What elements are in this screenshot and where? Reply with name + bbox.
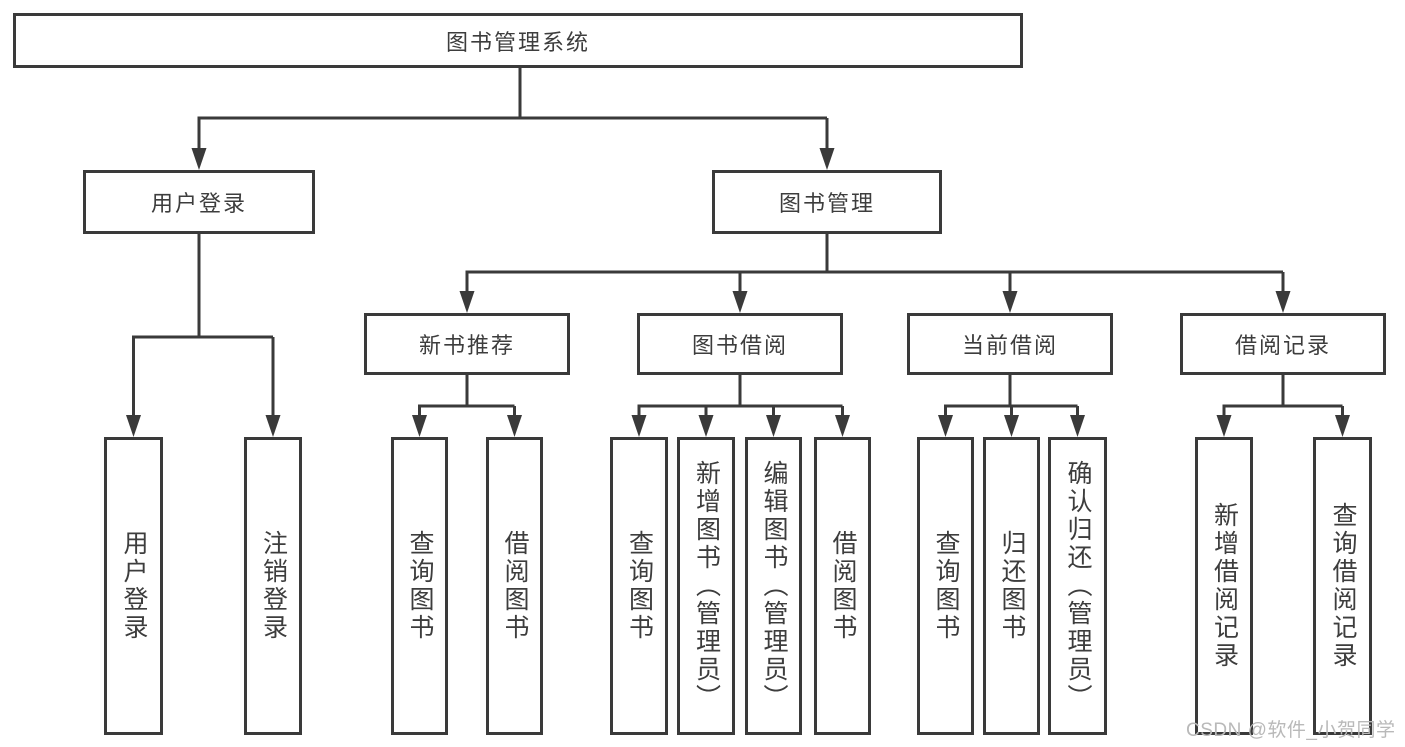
node-user-login: 用户登录 bbox=[83, 170, 315, 234]
arrow-down-icon bbox=[507, 415, 522, 437]
node-label: 当前借阅 bbox=[961, 333, 1058, 358]
connector-current-borrowing bbox=[944, 375, 1079, 424]
node-label: 图书管理 bbox=[778, 191, 875, 216]
arrow-down-icon bbox=[265, 415, 281, 437]
arrow-down-icon bbox=[1216, 415, 1232, 437]
leaf-return-books: 归还图书 bbox=[983, 437, 1040, 735]
connector-book-management bbox=[465, 234, 1285, 300]
connector-new-book-recommend bbox=[418, 375, 516, 424]
arrow-down-icon bbox=[631, 415, 647, 437]
node-label: 注销登录 bbox=[259, 530, 288, 642]
arrow-down-icon bbox=[698, 415, 714, 437]
leaf-user-login: 用户登录 bbox=[104, 437, 163, 735]
connector-user-login bbox=[132, 234, 275, 424]
leaf-borrow-books-borrowing: 借阅图书 bbox=[814, 437, 871, 735]
node-label: 查询图书 bbox=[406, 530, 434, 642]
arrow-down-icon bbox=[766, 415, 781, 437]
node-label: 借阅图书 bbox=[501, 530, 529, 642]
leaf-confirm-return-admin: 确认归还（管理员） bbox=[1048, 437, 1107, 735]
arrow-down-icon bbox=[459, 291, 475, 313]
arrow-down-icon bbox=[819, 148, 835, 170]
arrow-down-icon bbox=[412, 415, 427, 437]
watermark: CSDN @软件_小贺同学 bbox=[1186, 720, 1396, 741]
leaf-query-books-borrowing: 查询图书 bbox=[610, 437, 668, 735]
leaf-add-book-admin: 新增图书（管理员） bbox=[677, 437, 735, 735]
connector-root bbox=[197, 66, 829, 156]
arrow-down-icon bbox=[1335, 415, 1350, 437]
node-book-management: 图书管理 bbox=[712, 170, 942, 234]
arrow-down-icon bbox=[1070, 415, 1085, 437]
connector-lines bbox=[132, 66, 1344, 424]
leaf-borrow-books-recommend: 借阅图书 bbox=[486, 437, 543, 735]
arrow-down-icon bbox=[938, 415, 953, 437]
arrow-down-icon bbox=[126, 415, 141, 437]
node-label: 借阅图书 bbox=[829, 530, 857, 642]
node-label: 用户登录 bbox=[150, 191, 247, 216]
arrow-down-icon bbox=[1002, 291, 1018, 313]
arrow-down-icon bbox=[191, 148, 207, 170]
node-label: 新增图书（管理员） bbox=[692, 460, 721, 712]
node-root: 图书管理系统 bbox=[13, 13, 1023, 68]
arrow-down-icon bbox=[835, 415, 850, 437]
leaf-query-books-recommend: 查询图书 bbox=[391, 437, 448, 735]
node-borrowing-records: 借阅记录 bbox=[1180, 313, 1386, 375]
node-label: 新增借阅记录 bbox=[1210, 502, 1239, 670]
connector-borrowing-records bbox=[1222, 375, 1344, 424]
node-label: 图书借阅 bbox=[691, 333, 788, 358]
node-label: 图书管理系统 bbox=[445, 29, 590, 55]
arrow-down-icon bbox=[1004, 415, 1019, 437]
arrowheads bbox=[126, 148, 1350, 437]
leaf-edit-book-admin: 编辑图书（管理员） bbox=[745, 437, 802, 735]
connector-book-borrowing bbox=[637, 375, 844, 424]
node-label: 新书推荐 bbox=[418, 333, 515, 358]
node-new-book-recommend: 新书推荐 bbox=[364, 313, 570, 375]
node-label: 查询图书 bbox=[932, 530, 960, 642]
node-label: 用户登录 bbox=[120, 530, 148, 642]
arrow-down-icon bbox=[1275, 291, 1291, 313]
arrow-down-icon bbox=[732, 291, 748, 313]
node-label: 确认归还（管理员） bbox=[1064, 460, 1092, 712]
node-label: 编辑图书（管理员） bbox=[760, 460, 788, 712]
node-current-borrowing: 当前借阅 bbox=[907, 313, 1113, 375]
node-label: 归还图书 bbox=[998, 530, 1026, 642]
node-label: 查询借阅记录 bbox=[1329, 502, 1357, 670]
node-book-borrowing: 图书借阅 bbox=[637, 313, 843, 375]
leaf-add-borrow-record: 新增借阅记录 bbox=[1195, 437, 1253, 735]
node-label: 借阅记录 bbox=[1234, 333, 1331, 358]
leaf-query-books-current: 查询图书 bbox=[917, 437, 974, 735]
leaf-logout: 注销登录 bbox=[244, 437, 302, 735]
leaf-query-borrow-record: 查询借阅记录 bbox=[1313, 437, 1372, 735]
node-label: 查询图书 bbox=[625, 530, 654, 642]
